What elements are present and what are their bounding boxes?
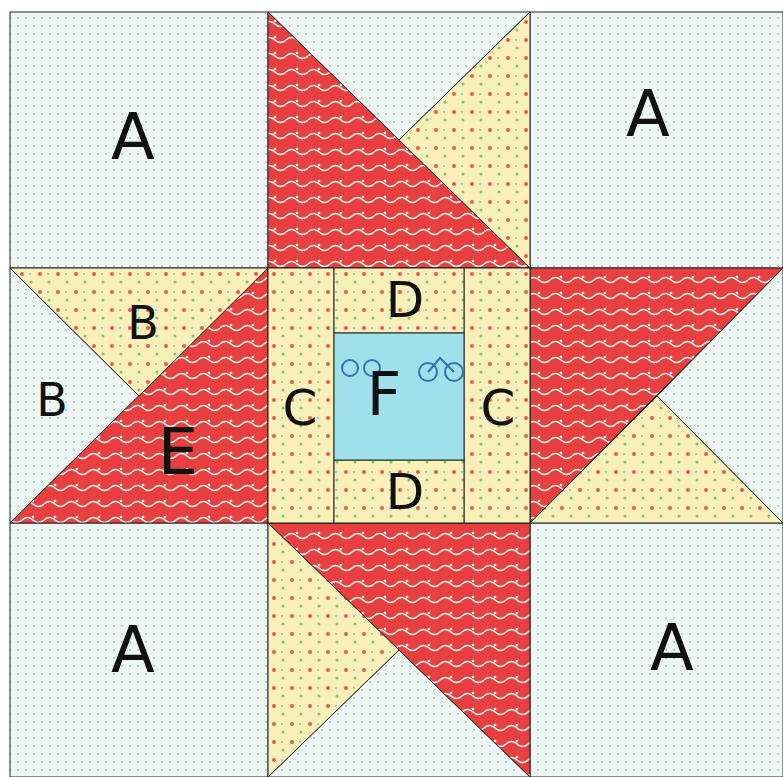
patch-letter: A bbox=[111, 618, 155, 682]
patch-letter: D bbox=[386, 275, 425, 325]
patch-letter: B bbox=[36, 377, 68, 423]
patch-letter: F bbox=[367, 364, 402, 424]
patch-letter: D bbox=[386, 467, 425, 517]
patch-letter: B bbox=[127, 300, 159, 346]
patch-letter: C bbox=[283, 383, 318, 433]
patch-letter: A bbox=[650, 616, 694, 680]
patch-letter: C bbox=[481, 383, 516, 433]
patch-letter: A bbox=[626, 82, 670, 146]
patch-letter: E bbox=[158, 420, 198, 484]
patch-letter: A bbox=[111, 105, 155, 169]
